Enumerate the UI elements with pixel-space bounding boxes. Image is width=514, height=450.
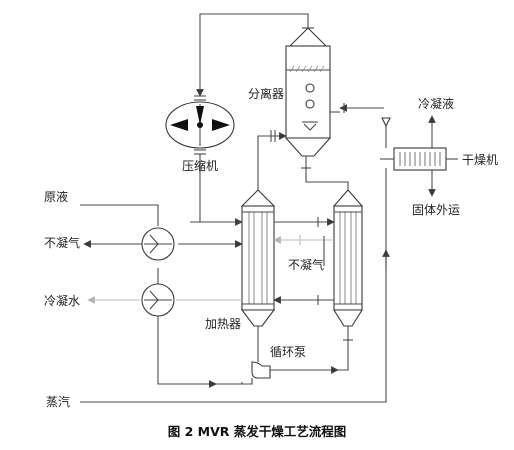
circulation-pump-label: 循环泵 [270, 345, 306, 359]
heater-to-separator-line [257, 130, 287, 196]
circulation-pump [251, 340, 349, 379]
preheater-2 [141, 283, 175, 317]
feed-return-line [157, 316, 253, 388]
dryer-label: 干燥机 [462, 153, 498, 167]
condensate-label: 冷凝液 [418, 96, 454, 111]
steam-line [80, 168, 390, 403]
separator-label: 分离器 [248, 86, 284, 101]
noncond-gas-left-label: 不凝气 [44, 235, 80, 250]
heater-label: 加热器 [205, 317, 241, 331]
compressor [165, 101, 235, 155]
heater-left [240, 189, 276, 340]
raw-liquid-line [80, 204, 243, 286]
dryer [380, 117, 458, 171]
heater-right [332, 189, 364, 366]
noncond-gas-mid-label: 不凝气 [288, 257, 324, 272]
preheater-1 [141, 227, 175, 261]
separator-bottom-line [305, 172, 349, 192]
solid-out-label: 固体外运 [412, 203, 460, 217]
vapor-line-to-compressor [194, 13, 314, 101]
steam-label: 蒸汽 [46, 394, 70, 409]
separator [284, 27, 332, 172]
raw-liquid-label: 原液 [44, 189, 68, 204]
figure-caption: 图 2 MVR 蒸发干燥工艺流程图 [168, 424, 347, 439]
separator-outlet-line [330, 103, 384, 113]
heater-interconnect-lines [273, 217, 335, 305]
cooling-water-label: 冷凝水 [44, 293, 80, 308]
